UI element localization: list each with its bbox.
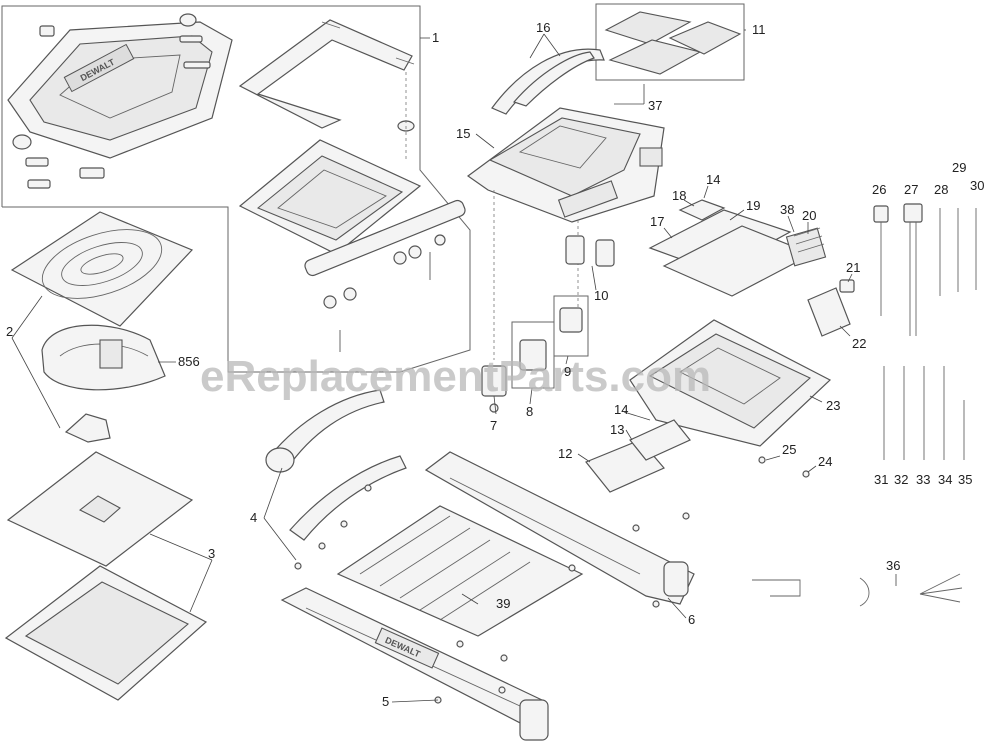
- leader-lines: [11, 29, 897, 703]
- callout-37: 37: [648, 98, 662, 113]
- callout-14-upper: 14: [706, 172, 720, 187]
- switch-components-row: [304, 199, 466, 352]
- callout-14-lower: 14: [614, 402, 628, 417]
- callout-8: 8: [526, 404, 533, 419]
- callout-38: 38: [780, 202, 794, 217]
- module-part-22: [807, 287, 851, 337]
- callout-36: 36: [886, 558, 900, 573]
- wire-set-31-35: [883, 366, 965, 460]
- bottom-plate-part-39: [336, 505, 584, 637]
- handle-bar-part: [238, 19, 415, 132]
- callout-32: 32: [894, 472, 908, 487]
- group-1-frame: [1, 5, 471, 373]
- callout-19: 19: [746, 198, 760, 213]
- callout-25: 25: [782, 442, 796, 457]
- side-rail-part-5: DEWALT: [280, 587, 549, 741]
- callout-17: 17: [650, 214, 664, 229]
- callout-23: 23: [826, 398, 840, 413]
- callout-22: 22: [852, 336, 866, 351]
- callout-28: 28: [934, 182, 948, 197]
- clip-part: [64, 413, 111, 443]
- gasket-part-3: [6, 451, 194, 567]
- callout-29: 29: [952, 160, 966, 175]
- plate-part-18: [678, 199, 726, 221]
- callout-33: 33: [916, 472, 930, 487]
- callout-30: 30: [970, 178, 984, 193]
- callout-9: 9: [564, 364, 571, 379]
- ribbed-cover-part-11: [595, 3, 745, 81]
- callout-35: 35: [958, 472, 972, 487]
- callout-1: 1: [432, 30, 439, 45]
- heat-sink-part-20: [785, 227, 827, 267]
- callout-16: 16: [536, 20, 550, 35]
- callout-11: 11: [752, 22, 766, 37]
- base-tray-frame-part: [238, 139, 422, 255]
- callout-18: 18: [672, 188, 686, 203]
- callout-24: 24: [818, 454, 832, 469]
- bracket-part-7: [481, 365, 507, 413]
- callout-2: 2: [6, 324, 13, 339]
- callout-39: 39: [496, 596, 510, 611]
- bracket-part-10: [565, 235, 615, 267]
- callout-3: 3: [208, 546, 215, 561]
- upper-housing-part-15: [466, 107, 665, 223]
- callout-4: 4: [250, 510, 257, 525]
- callout-12: 12: [558, 446, 572, 461]
- bracket-part-9: [553, 295, 589, 357]
- top-cover-part: DEWALT: [7, 21, 233, 159]
- callout-13: 13: [610, 422, 624, 437]
- connector-part-21: [839, 279, 855, 293]
- callout-856: 856: [178, 354, 200, 369]
- wire-set-26-30: [873, 203, 977, 336]
- callout-20: 20: [802, 208, 816, 223]
- callout-26: 26: [872, 182, 886, 197]
- foam-insert-part-2: [10, 211, 194, 327]
- callout-21: 21: [846, 260, 860, 275]
- callout-34: 34: [938, 472, 952, 487]
- callout-7: 7: [490, 418, 497, 433]
- callout-31: 31: [874, 472, 888, 487]
- small-fasteners-top: [12, 13, 211, 189]
- lamp-tube-part-856: [41, 324, 166, 391]
- callout-10: 10: [594, 288, 608, 303]
- handle-part-4a: [265, 389, 385, 473]
- callout-15: 15: [456, 126, 470, 141]
- lower-housing-part-23: [629, 319, 832, 447]
- switch-part-13: [629, 419, 691, 461]
- callout-27: 27: [904, 182, 918, 197]
- callout-5: 5: [382, 694, 389, 709]
- handle-part-16: [491, 48, 605, 115]
- brand-plate: [63, 43, 135, 93]
- screws: [294, 456, 810, 704]
- side-rail-part-6: [424, 451, 695, 605]
- handle-part-4b: [289, 455, 407, 541]
- frame-part-3: [4, 565, 208, 701]
- watermark: eReplacementParts.com: [200, 352, 711, 401]
- harness-part-36: [752, 573, 963, 607]
- callout-6: 6: [688, 612, 695, 627]
